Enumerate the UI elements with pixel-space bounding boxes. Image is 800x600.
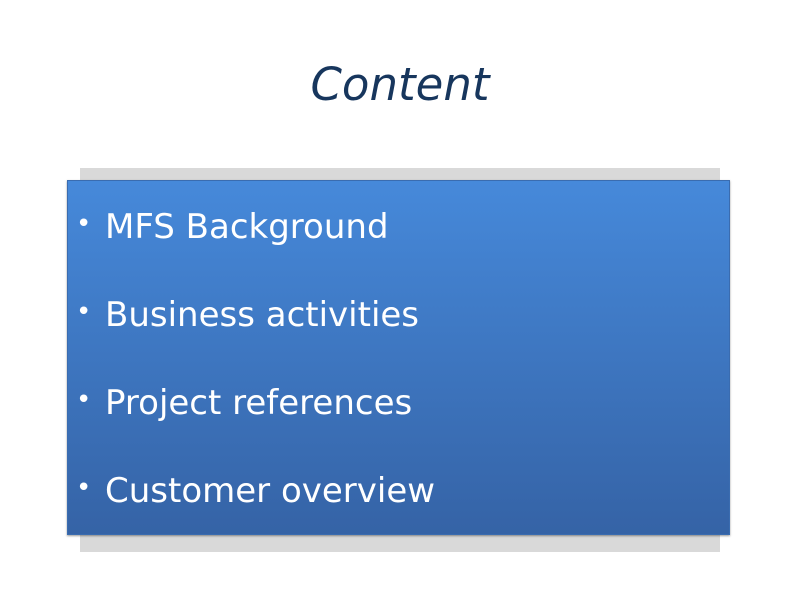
bullet-icon: • xyxy=(76,473,92,503)
list-item-label: Customer overview xyxy=(105,471,436,511)
slide-title: Content xyxy=(310,58,490,111)
list-item: • MFS Background xyxy=(76,207,389,247)
bullet-icon: • xyxy=(76,385,92,415)
list-item: • Customer overview xyxy=(76,471,435,511)
bullet-icon: • xyxy=(76,209,92,239)
list-item: • Business activities xyxy=(76,295,419,335)
list-item-label: Project references xyxy=(105,383,413,423)
content-box: • MFS Background • Business activities • Pr… xyxy=(67,180,730,535)
list-item-label: Business activities xyxy=(105,295,420,335)
bullet-icon: • xyxy=(76,297,92,327)
list-item: • Project references xyxy=(76,383,412,423)
list-item-label: MFS Background xyxy=(105,207,389,247)
